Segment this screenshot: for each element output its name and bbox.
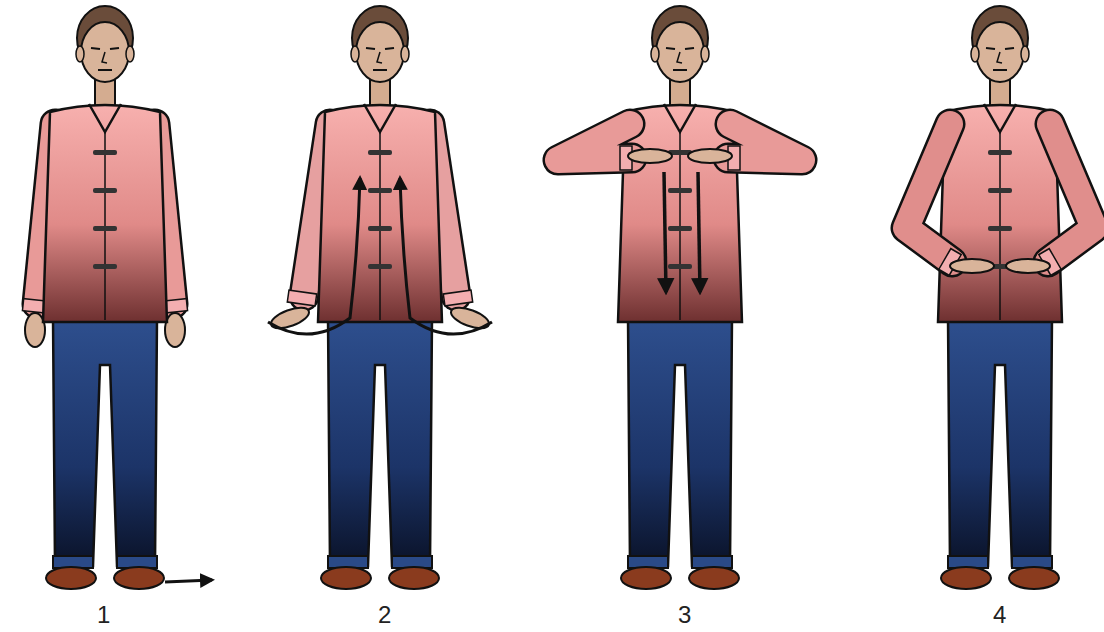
step-arrow: [165, 580, 212, 582]
motion-arrow: [268, 178, 360, 334]
person: [43, 6, 167, 589]
figure-step-1: [22, 6, 187, 589]
person: [938, 6, 1062, 589]
step-number: 3: [678, 603, 691, 627]
arm: [1006, 124, 1094, 275]
motion-arrow: [400, 178, 492, 334]
figure-step-3: [558, 6, 802, 589]
arm: [906, 124, 994, 275]
person: [618, 6, 742, 589]
step-number: 2: [378, 603, 391, 627]
motion-arrow: [664, 172, 666, 292]
figure-step-4: [906, 6, 1094, 589]
step-number: 1: [97, 603, 110, 627]
person: [318, 6, 442, 589]
arm: [688, 124, 802, 170]
figure-step-2: [268, 6, 492, 589]
motion-arrow: [698, 172, 700, 292]
step-number: 4: [993, 603, 1006, 627]
arm: [558, 124, 672, 170]
